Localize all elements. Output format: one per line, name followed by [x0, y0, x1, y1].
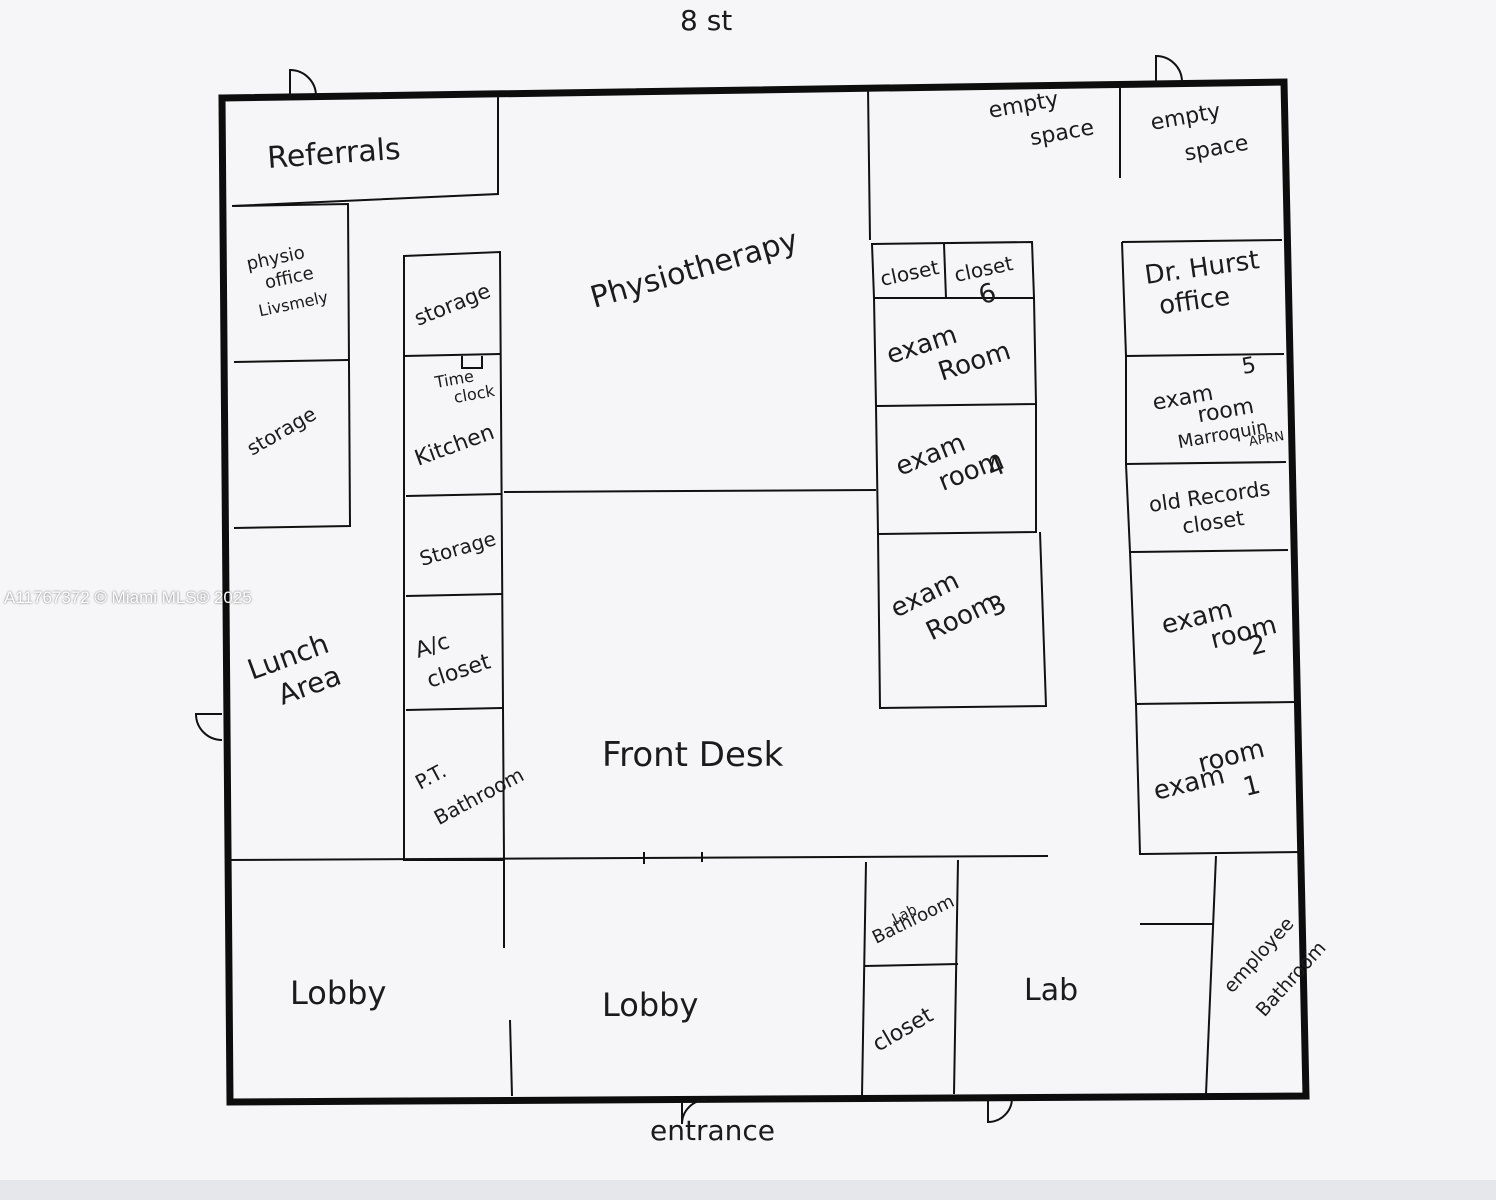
storage-top-label: storage	[411, 278, 494, 330]
doors	[194, 54, 1183, 1125]
interior-walls	[225, 86, 1303, 1097]
exam-room-4-label: exam room 4	[891, 414, 1017, 516]
closet-bottom-label: closet	[869, 1003, 938, 1057]
closet-a-label: closet	[878, 255, 941, 291]
outer-walls	[218, 78, 1310, 1106]
referrals-label: Referrals	[266, 132, 402, 176]
street-label: 8 st	[680, 4, 732, 37]
lunch-area-label: Lunch Area	[243, 624, 353, 719]
lobby-right-label: Lobby	[602, 986, 698, 1024]
empty-space-2-label: empty space	[1149, 95, 1251, 171]
exam-room-1-label: exam room 1	[1147, 732, 1284, 824]
dr-hurst-office-label: Dr. Hurst office	[1143, 244, 1274, 323]
exam-room-6-label: exam Room 6	[874, 276, 1022, 401]
physio-office-label: physio office Livsmely	[245, 239, 330, 321]
kitchen-label: Kitchen	[412, 420, 498, 472]
entrance-label: entrance	[650, 1114, 775, 1147]
pt-bathroom-label: P.T. Bathroom	[411, 727, 528, 830]
storage-left-label: storage	[243, 402, 321, 461]
old-records-closet-label: old Records closet	[1147, 475, 1282, 542]
empty-space-1-label: empty space	[987, 82, 1096, 158]
employee-bathroom-label: employee Bathroom	[1219, 908, 1332, 1024]
exam-room-2-label: exam room 2	[1158, 583, 1291, 682]
watermark: A11767372 © Miami MLS® 2025	[4, 588, 252, 607]
lab-label: Lab	[1024, 973, 1078, 1008]
bathroom-lab-label: Bathroom Lab	[866, 883, 962, 949]
exam-room-5-label: exam room Marroquin APRN 5	[1147, 349, 1292, 467]
lobby-left-label: Lobby	[290, 974, 386, 1012]
storage-mid-label: Storage	[417, 526, 499, 571]
physiotherapy-label: Physiotherapy	[587, 223, 802, 316]
room-labels: 8 st entrance Referrals physio office Li…	[243, 4, 1332, 1147]
front-desk-label: Front Desk	[602, 735, 784, 775]
exam-room-3-label: exam Room 3	[886, 551, 1012, 662]
time-clock-label: Time clock	[432, 363, 496, 410]
ac-closet-label: A/c closet	[412, 619, 494, 694]
